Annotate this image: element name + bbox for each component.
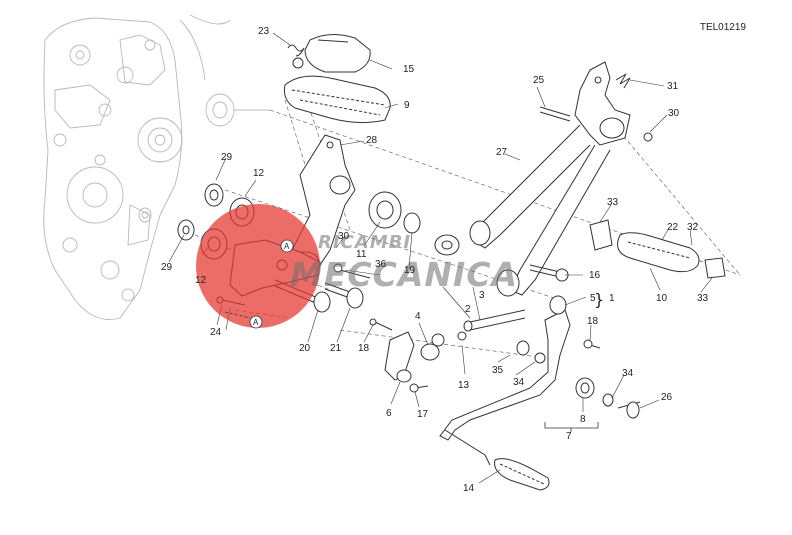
- callout-30-right: 30: [668, 108, 680, 119]
- callout-11: 11: [356, 249, 367, 260]
- callout-26: 26: [661, 392, 673, 403]
- callout-23: 23: [258, 26, 270, 37]
- callout-33-lower: 33: [697, 293, 709, 304]
- callout-22: 22: [667, 222, 679, 233]
- shift-lever: [384, 295, 571, 491]
- view-marker-a-lower: A: [253, 318, 259, 327]
- callout-32: 32: [687, 222, 699, 233]
- watermark-circle: [196, 204, 320, 328]
- view-markers: [224, 239, 294, 329]
- callout-35: 35: [492, 365, 504, 376]
- callout-21: 21: [330, 343, 342, 354]
- callout-33-upper: 33: [607, 197, 619, 208]
- clip-30: [643, 132, 653, 142]
- callout-27: 27: [496, 147, 508, 158]
- drawing-code: TEL01219: [699, 22, 746, 33]
- spring-31: [615, 73, 631, 89]
- watermark-text-line1: RICAMBI: [318, 232, 412, 253]
- callout-12-upper: 12: [253, 168, 265, 179]
- callout-13: 13: [458, 380, 470, 391]
- brace-7: [544, 422, 599, 432]
- callout-18-right: 18: [587, 316, 599, 327]
- callout-28: 28: [366, 135, 378, 146]
- group-brace-1: }: [594, 290, 605, 309]
- spring-23: [287, 44, 305, 69]
- callout-34-right: 34: [622, 368, 634, 379]
- callout-36: 36: [375, 259, 387, 270]
- callout-29-upper: 29: [221, 152, 233, 163]
- callout-6: 6: [386, 408, 392, 419]
- callout-14: 14: [463, 483, 475, 494]
- engine-outline: [43, 14, 270, 320]
- callout-15: 15: [403, 64, 415, 75]
- callout-2: 2: [465, 304, 471, 315]
- passenger-footpeg: [589, 219, 726, 279]
- callout-24: 24: [210, 327, 222, 338]
- view-marker-a-upper: A: [284, 242, 290, 251]
- callout-17: 17: [417, 409, 429, 420]
- callout-16: 16: [589, 270, 601, 281]
- callout-18-left: 18: [358, 343, 370, 354]
- passenger-bracket: [469, 61, 631, 297]
- callout-30-left: 30: [338, 231, 350, 242]
- watermark-text-line2: MECCANICA: [290, 255, 519, 294]
- callout-25: 25: [533, 75, 545, 86]
- callout-1: 1: [609, 293, 615, 304]
- callout-12-lower: 12: [195, 275, 207, 286]
- callout-31: 31: [667, 81, 679, 92]
- rider-footpeg: [284, 34, 391, 124]
- shift-pivot: [369, 318, 641, 419]
- callout-7: 7: [566, 431, 572, 442]
- callout-5: 5: [590, 293, 596, 304]
- callout-4: 4: [415, 311, 421, 322]
- callout-19: 19: [404, 265, 416, 276]
- callout-34-left: 34: [513, 377, 525, 388]
- callout-3: 3: [479, 290, 485, 301]
- leader-lines: [168, 32, 713, 484]
- shift-rod: [420, 309, 546, 364]
- callout-20: 20: [299, 343, 311, 354]
- callout-10: 10: [656, 293, 668, 304]
- bolt-25: [539, 106, 571, 122]
- callout-9: 9: [404, 100, 410, 111]
- bushings: [333, 191, 460, 279]
- callout-8: 8: [580, 414, 586, 425]
- callout-29-lower: 29: [161, 262, 173, 273]
